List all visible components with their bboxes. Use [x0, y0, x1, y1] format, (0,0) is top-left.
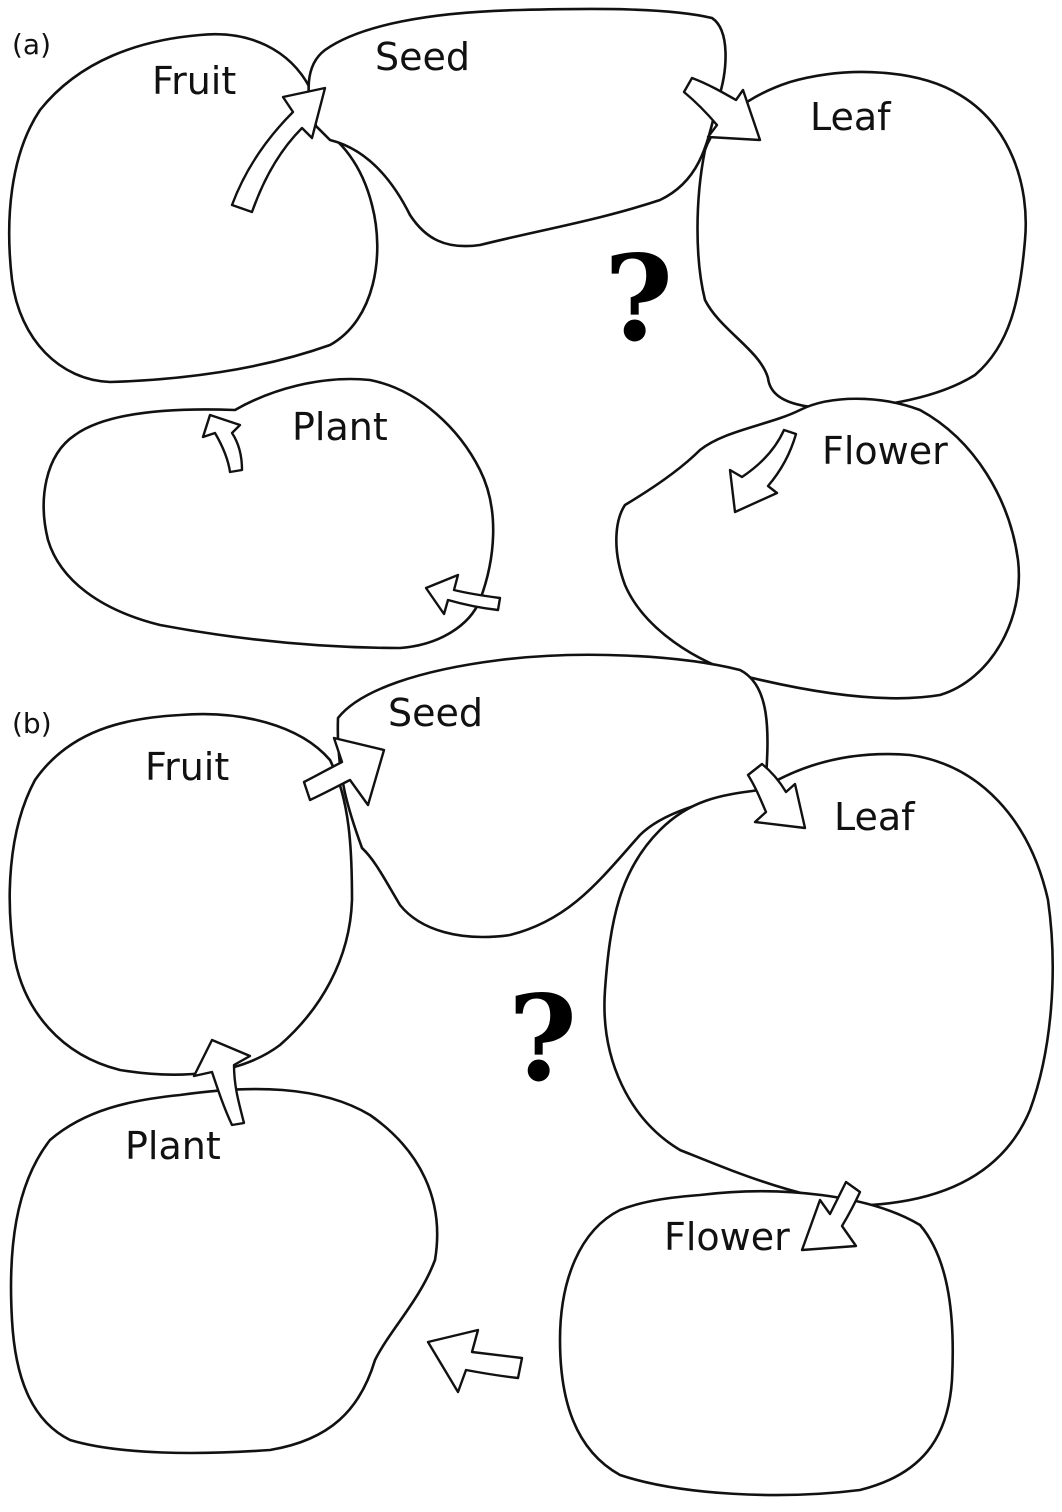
panel-a-flower-label: Flower [822, 429, 948, 473]
panel-a-arrow-plant-to-fruit [201, 413, 244, 474]
panel-a-arrow-leaf-to-flower [728, 428, 798, 514]
panel-a-question-mark-icon: ? [604, 229, 673, 368]
panel-b-arrow-plant-to-fruit [192, 1038, 252, 1127]
panel-a-leaf-blob [696, 70, 1027, 410]
panel-a-leaf-label: Leaf [810, 95, 892, 139]
panel-b-arrow-fruit-to-seed [302, 736, 386, 807]
panel-a-fruit-label: Fruit [152, 59, 236, 103]
panel-b-plant-blob [9, 1087, 439, 1455]
panel-b-leaf-label: Leaf [834, 795, 916, 839]
panel-b-fruit-label: Fruit [145, 745, 229, 789]
panel-a-label: (a) [12, 28, 51, 61]
panel-b: (b) Fruit Seed Leaf Flower Plant ? [8, 653, 1054, 1497]
panel-b-arrow-flower-to-plant [426, 1328, 524, 1394]
panel-b-arrow-leaf-to-flower [800, 1180, 862, 1252]
panel-b-flower-label: Flower [664, 1215, 790, 1259]
panel-b-seed-blob [336, 653, 769, 939]
panel-b-question-mark-icon: ? [508, 969, 577, 1108]
panel-a: (a) Fruit Seed Leaf Flower Plant ? [7, 7, 1027, 700]
panel-a-plant-label: Plant [292, 405, 388, 449]
panel-a-arrow-fruit-to-seed [230, 86, 327, 214]
panel-a-arrow-flower-to-plant [424, 573, 502, 616]
panel-a-seed-label: Seed [375, 35, 470, 79]
panel-b-arrow-seed-to-leaf [746, 762, 807, 830]
panel-b-flower-blob [558, 1189, 955, 1497]
panel-b-label: (b) [12, 707, 52, 740]
panel-b-leaf-blob [603, 752, 1054, 1207]
panel-b-seed-label: Seed [388, 691, 483, 735]
panel-b-plant-label: Plant [125, 1124, 221, 1168]
panel-a-arrow-seed-to-leaf [682, 76, 762, 142]
panel-a-plant-blob [42, 377, 495, 650]
panel-a-flower-blob [615, 397, 1021, 700]
